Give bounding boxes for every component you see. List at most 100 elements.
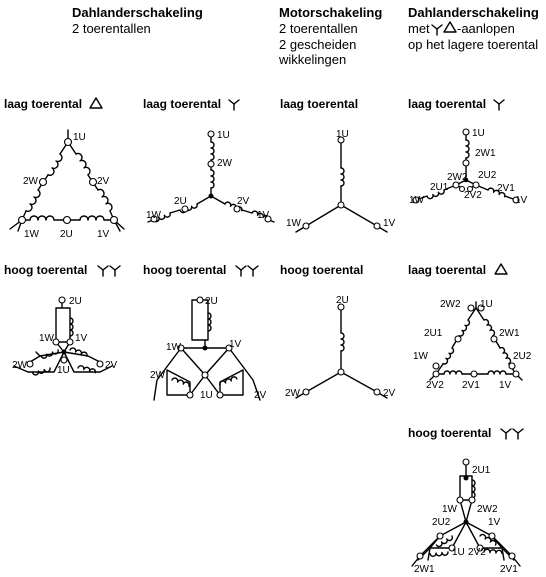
terminal-label: 1U <box>73 132 86 143</box>
terminal-label: 2V <box>105 360 118 371</box>
terminal-label: 2W1 <box>475 148 496 159</box>
label-laag-ster-a: laag toerental <box>143 97 221 111</box>
star-icon <box>493 99 505 111</box>
star-icon <box>247 265 259 277</box>
header-dahlander-title: Dahlanderschakeling <box>72 5 203 20</box>
terminal-label: 2U1 <box>472 465 491 476</box>
terminal-label: 1W <box>286 218 302 229</box>
terminal-label: 2V1 <box>462 380 480 391</box>
terminal-label: 1V <box>229 339 242 350</box>
terminal-label: 2V <box>254 390 267 401</box>
star-icon <box>431 24 443 36</box>
terminal-label: 2V2 <box>426 380 444 391</box>
terminal-label: 1V <box>75 333 88 344</box>
header-motor: Motorschakeling 2 toerentallen 2 geschei… <box>278 5 382 67</box>
terminal-label: 1W <box>24 229 40 240</box>
header-start-line3: op het lagere toerental <box>408 37 538 52</box>
terminal-label: 2U <box>174 196 187 207</box>
terminal-label: 1V <box>488 517 501 528</box>
terminal-label: 1U <box>200 390 213 401</box>
terminal-label: 1U <box>217 130 230 141</box>
star-icon <box>109 265 121 277</box>
star-icon <box>228 99 240 111</box>
delta-icon <box>494 263 508 275</box>
terminal-label: 1V <box>97 229 110 240</box>
star-icon <box>235 265 247 277</box>
delta-icon <box>89 97 103 109</box>
terminal-label: 2U <box>205 296 218 307</box>
header-dahlander-subtitle: 2 toerentallen <box>72 21 151 36</box>
label-laag-delta-c: laag toerental <box>408 263 486 277</box>
terminal-label: 1W <box>166 342 182 353</box>
terminal-label: 1W <box>146 210 162 221</box>
header-motor-line2: 2 gescheiden <box>279 37 356 52</box>
terminal-label: 2V2 <box>464 190 482 201</box>
terminal-label: 2U <box>69 296 82 307</box>
terminal-label: 2W2 <box>477 504 498 515</box>
diagram-dahlander-hoog-yy: 2U 1W 1V 2W 2V 1U <box>12 296 118 377</box>
terminal-label: 2V <box>383 388 396 399</box>
terminal-label: 1V <box>499 380 512 391</box>
terminal-label: 2U2 <box>478 170 497 181</box>
terminal-label: 2W2 <box>440 299 461 310</box>
diagram-start-laag-delta: 2W2 1U 2U1 2W1 1W 2U2 2V2 2V1 1V <box>413 299 532 391</box>
terminal-label: 2U1 <box>430 182 449 193</box>
diagram-motor-laag: 1U 1W 1V <box>286 129 396 233</box>
label-laag-delta: laag toerental <box>4 97 82 111</box>
diagram-dahlander-laag-delta: 1U 2V 2W 1W 2U 1V <box>9 129 125 240</box>
terminal-label: 1V <box>383 218 396 229</box>
label-hoog-yy-a: hoog toerental <box>4 263 87 277</box>
terminal-label: 2W2 <box>447 172 468 183</box>
terminal-label: 1U <box>452 547 465 558</box>
label-laag-ster-c: laag toerental <box>408 97 486 111</box>
terminal-label: 2U1 <box>424 328 443 339</box>
header-dahlander: Dahlanderschakeling 2 toerentallen <box>72 5 203 36</box>
terminal-label: 2V <box>237 196 250 207</box>
label-hoog-yy-b: hoog toerental <box>143 263 226 277</box>
diagram-dahlander-laag-ster: 1U 2W 2U 2V 1W 1V <box>146 130 275 224</box>
diagram-start-laag-ster: 1U 2W1 2W2 2U2 2U1 2V2 2V1 1W 1V <box>409 128 528 206</box>
diagram-motor-hoog: 2U 2W 2V <box>285 295 396 399</box>
terminal-label: 2W <box>285 388 301 399</box>
header-dahlander-start: Dahlanderschakeling met -aanlopen op het… <box>408 5 539 52</box>
terminal-label: 1U <box>480 299 493 310</box>
terminal-label: 2V1 <box>500 564 518 575</box>
terminal-label: 1W <box>442 504 458 515</box>
header-motor-line1: 2 toerentallen <box>279 21 358 36</box>
terminal-label: 2V2 <box>468 547 486 558</box>
terminal-label: 1U <box>472 128 485 139</box>
terminal-label: 1V <box>257 210 270 221</box>
star-icon <box>512 428 524 440</box>
header-motor-title: Motorschakeling <box>279 5 382 20</box>
terminal-label: 2U <box>336 295 349 306</box>
star-icon <box>97 265 109 277</box>
terminal-label: 1U <box>336 129 349 140</box>
label-hoog-yy-c: hoog toerental <box>408 426 491 440</box>
terminal-label: 2W <box>23 176 39 187</box>
terminal-label: 1W <box>413 351 429 362</box>
delta-icon <box>443 21 457 33</box>
terminal-label: 1W <box>39 333 55 344</box>
label-laag-ster-b: laag toerental <box>280 97 358 111</box>
header-start-prefix: met <box>408 21 430 36</box>
label-hoog-plain: hoog toerental <box>280 263 363 277</box>
terminal-label: 2U2 <box>513 351 532 362</box>
terminal-label: 2W1 <box>414 564 435 575</box>
terminal-label: 2W1 <box>499 328 520 339</box>
diagram-start-hoog-yy: 2U1 1W 2W2 2U2 1V 1U 2V2 2W1 2V1 <box>411 458 521 575</box>
terminal-label: 1U <box>57 365 70 376</box>
terminal-label: 2W <box>150 370 166 381</box>
terminal-label: 2V <box>97 176 110 187</box>
diagram-dahlander-hoog-yy-b: 2U 1W 1V 2W 1U 2V <box>150 296 267 401</box>
terminal-label: 1V <box>515 195 528 206</box>
terminal-label: 2U <box>60 229 73 240</box>
terminal-label: 2V1 <box>497 183 515 194</box>
star-icon <box>500 428 512 440</box>
header-motor-line3: wikkelingen <box>278 52 346 67</box>
header-start-title: Dahlanderschakeling <box>408 5 539 20</box>
terminal-label: 1W <box>409 195 425 206</box>
header-start-suffix: -aanlopen <box>457 21 515 36</box>
terminal-label: 2U2 <box>432 517 451 528</box>
terminal-label: 2W <box>217 158 233 169</box>
